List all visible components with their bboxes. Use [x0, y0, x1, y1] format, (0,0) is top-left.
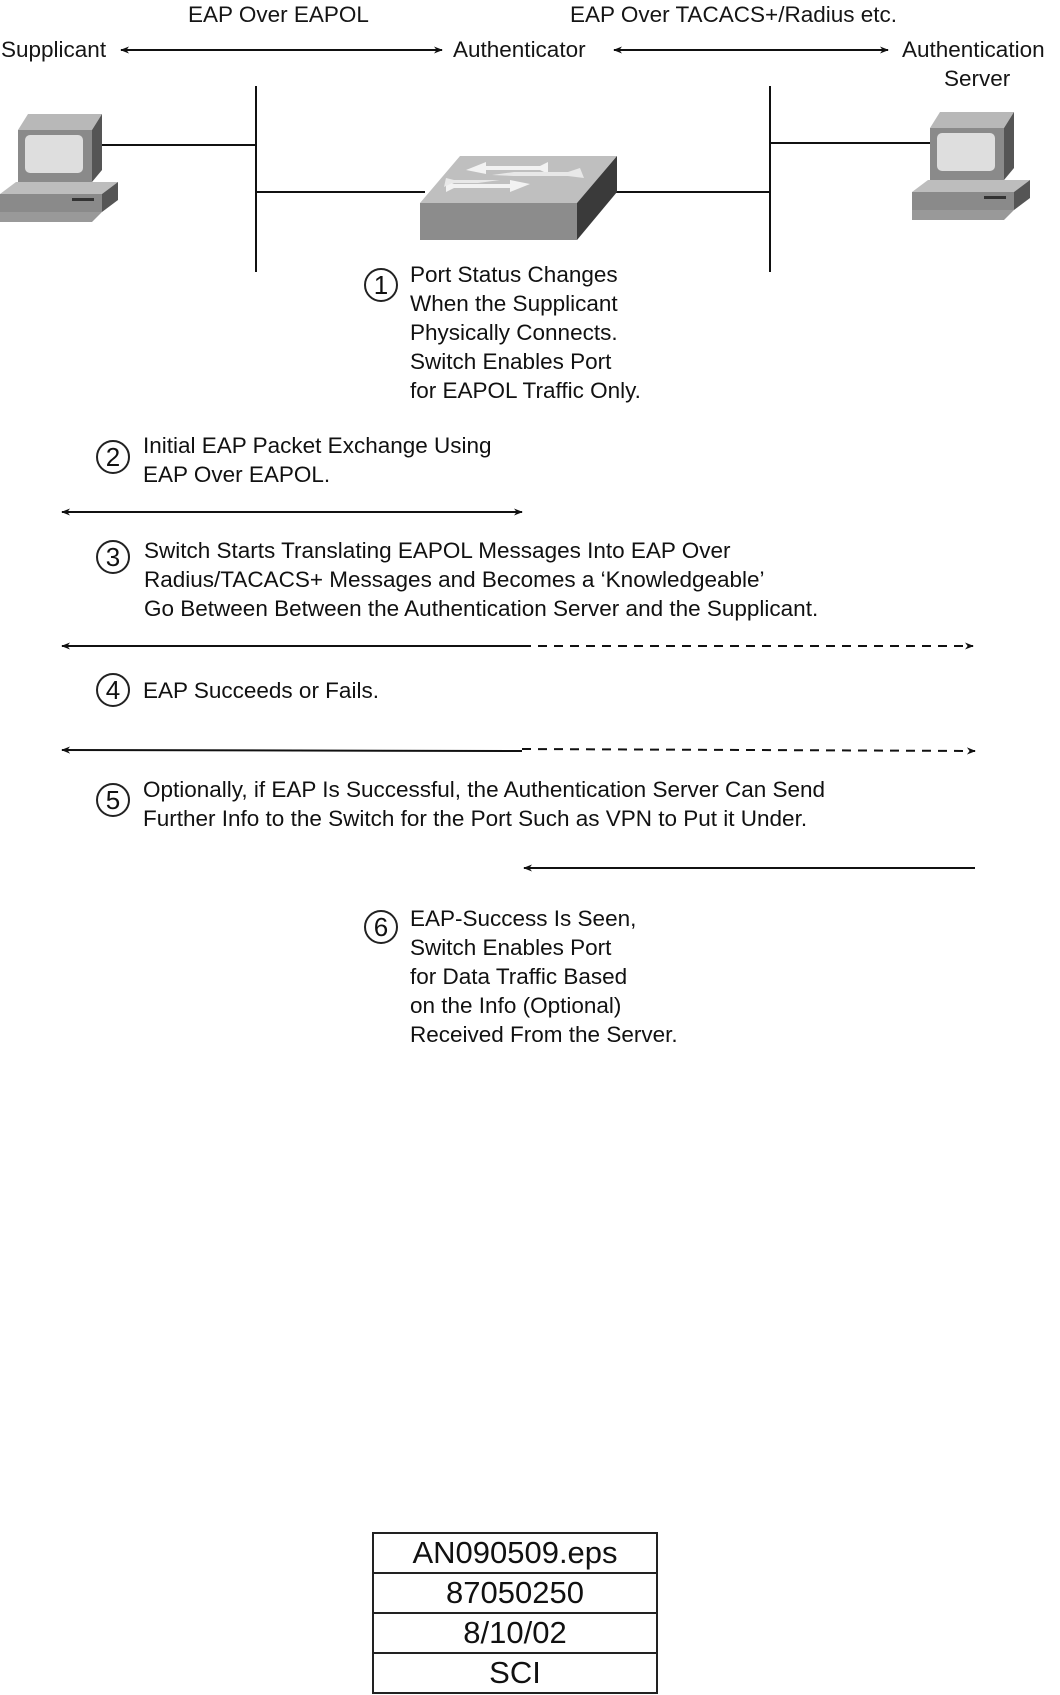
step-3-line: Radius/TACACS+ Messages and Becomes a ‘K…	[144, 567, 765, 592]
step-1-line: Switch Enables Port	[410, 349, 612, 374]
step-number-5: 5	[96, 783, 130, 817]
step-3-line: Switch Starts Translating EAPOL Messages…	[144, 538, 731, 563]
label-box-filename: AN090509.eps	[374, 1534, 656, 1574]
label-box-date: 8/10/02	[374, 1614, 656, 1654]
step-5-line: Optionally, if EAP Is Successful, the Au…	[143, 777, 826, 802]
supplicant-label: Supplicant	[1, 37, 107, 62]
step-number-2: 2	[96, 440, 130, 474]
label-box-number: 87050250	[374, 1574, 656, 1614]
step-6-line: EAP-Success Is Seen,	[410, 906, 637, 931]
figure-label-box: AN090509.eps 87050250 8/10/02 SCI	[372, 1532, 658, 1694]
step-number-6: 6	[364, 910, 398, 944]
step-number-1: 1	[364, 268, 398, 302]
label-box-code: SCI	[489, 1655, 541, 1690]
eap-over-tacacs-label: EAP Over TACACS+/Radius etc.	[570, 2, 898, 27]
step-number-3: 3	[96, 540, 130, 574]
step-5-text: Optionally, if EAP Is Successful, the Au…	[143, 775, 825, 833]
step-6-text: EAP-Success Is Seen, Switch Enables Port…	[410, 904, 678, 1049]
step-2-text: Initial EAP Packet Exchange Using EAP Ov…	[143, 431, 492, 489]
auth-server-label-line1: Authentication	[902, 37, 1045, 62]
step-6-line: on the Info (Optional)	[410, 993, 622, 1018]
step-1-line: Physically Connects.	[410, 320, 618, 345]
step-number-4: 4	[96, 673, 130, 707]
auth-server-pc-icon	[912, 112, 1030, 220]
supplicant-pc-icon	[0, 114, 118, 222]
switch-icon	[420, 156, 617, 240]
eap-over-eapol-label: EAP Over EAPOL	[188, 2, 369, 27]
step-6-line: for Data Traffic Based	[410, 964, 628, 989]
step-5-line: Further Info to the Switch for the Port …	[143, 806, 808, 831]
authenticator-label: Authenticator	[453, 37, 586, 62]
step-1-line: When the Supplicant	[410, 291, 618, 316]
step-1-text: Port Status Changes When the Supplicant …	[410, 260, 641, 405]
step-2-line: EAP Over EAPOL.	[143, 462, 331, 487]
arrow-step4	[61, 746, 976, 755]
step-4-line: EAP Succeeds or Fails.	[143, 678, 379, 703]
step-6-line: Switch Enables Port	[410, 935, 612, 960]
step-3-line: Go Between Between the Authentication Se…	[144, 596, 819, 621]
step-1-line: for EAPOL Traffic Only.	[410, 378, 641, 403]
step-4-text: EAP Succeeds or Fails.	[143, 676, 379, 705]
step-6-line: Received From the Server.	[410, 1022, 678, 1047]
step-1-line: Port Status Changes	[410, 262, 618, 287]
auth-server-label-line2: Server	[944, 66, 1011, 91]
step-3-text: Switch Starts Translating EAPOL Messages…	[144, 536, 818, 623]
step-2-line: Initial EAP Packet Exchange Using	[143, 433, 492, 458]
